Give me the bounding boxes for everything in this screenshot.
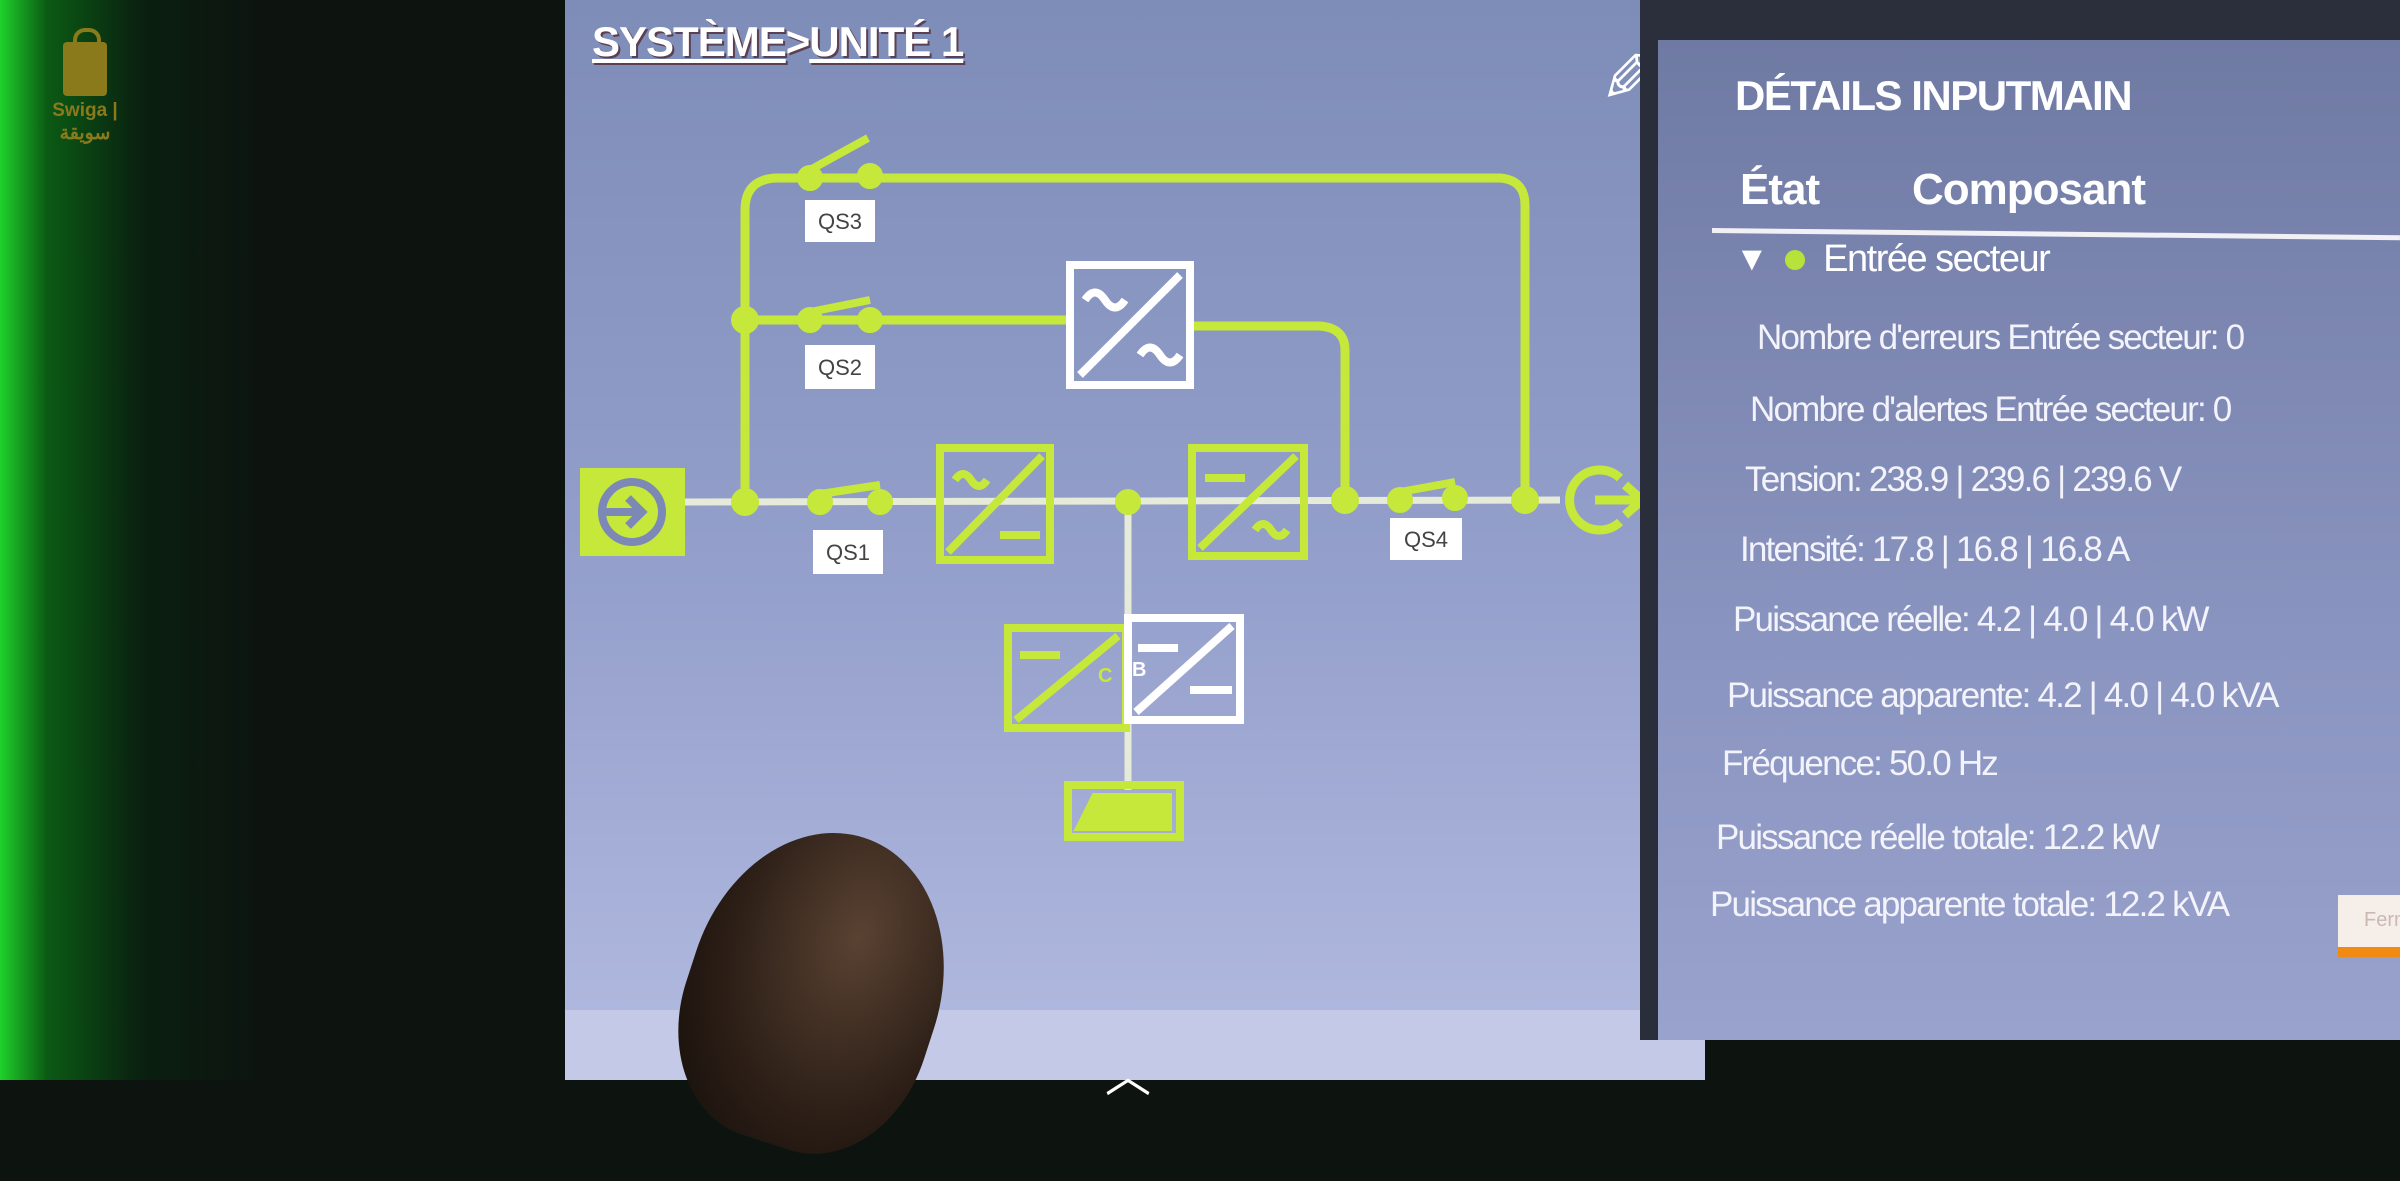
breadcrumb-system[interactable]: SYSTÈME bbox=[592, 18, 787, 65]
inverter-icon bbox=[1188, 444, 1308, 560]
qs2-label: QS2 bbox=[818, 355, 862, 380]
status-dot-icon bbox=[1785, 249, 1806, 270]
chevron-down-icon[interactable]: ▼ bbox=[1735, 240, 1769, 278]
breadcrumb: SYSTÈME>UNITÉ 1 bbox=[592, 18, 964, 66]
details-panel bbox=[1640, 40, 2400, 1040]
component-name: Entrée secteur bbox=[1823, 238, 2051, 280]
qs4-label: QS4 bbox=[1404, 527, 1448, 552]
output-load-icon[interactable] bbox=[1565, 465, 1649, 535]
junction-node bbox=[1331, 486, 1359, 514]
junction-node bbox=[731, 306, 759, 334]
tab-composant[interactable]: Composant bbox=[1912, 165, 2146, 214]
alert-count: Nombre d'alertes Entrée secteur: 0 bbox=[1750, 390, 2232, 429]
booster-converter-icon bbox=[1124, 614, 1244, 724]
booster-label: B bbox=[1132, 659, 1146, 681]
watermark-logo: Swiga | سويقة bbox=[30, 28, 140, 145]
breadcrumb-unit[interactable]: UNITÉ 1 bbox=[809, 18, 964, 65]
qs3-line bbox=[740, 173, 1530, 502]
top-bar bbox=[1640, 0, 2400, 40]
watermark-text: Swiga | سويقة bbox=[52, 100, 118, 144]
apparent-power: Puissance apparente: 4.2 | 4.0 | 4.0 kVA bbox=[1727, 676, 2279, 715]
qs2-switch[interactable] bbox=[797, 296, 883, 333]
qs3-label: QS3 bbox=[818, 209, 862, 234]
bag-icon bbox=[63, 28, 107, 96]
voltage: Tension: 238.9 | 239.6 | 239.6 V bbox=[1745, 460, 2182, 499]
total-real-power: Puissance réelle totale: 12.2 kW bbox=[1716, 818, 2160, 857]
qs1-label: QS1 bbox=[826, 540, 870, 565]
breadcrumb-separator: > bbox=[785, 18, 811, 65]
ups-single-line-diagram: QS3 QS2 QS1 QS4 C B bbox=[580, 134, 1649, 841]
battery-icon bbox=[1064, 781, 1184, 841]
bezel bbox=[0, 0, 260, 1080]
junction-node bbox=[1511, 486, 1539, 514]
tab-etat[interactable]: État bbox=[1740, 165, 1820, 214]
static-bypass-converter-icon bbox=[1066, 261, 1194, 389]
component-row[interactable]: ▼ Entrée secteur bbox=[1735, 238, 2051, 281]
details-title: DÉTAILS INPUTMAIN bbox=[1735, 72, 2133, 119]
qs4-switch[interactable] bbox=[1387, 478, 1468, 513]
frequency: Fréquence: 50.0 Hz bbox=[1722, 744, 1999, 783]
qs3-switch[interactable] bbox=[797, 134, 883, 191]
error-count: Nombre d'erreurs Entrée secteur: 0 bbox=[1757, 318, 2245, 357]
charger-label: C bbox=[1098, 665, 1112, 687]
junction-node bbox=[731, 488, 759, 516]
real-power: Puissance réelle: 4.2 | 4.0 | 4.0 kW bbox=[1733, 600, 2210, 639]
total-apparent-power: Puissance apparente totale: 12.2 kVA bbox=[1710, 885, 2230, 924]
qs1-switch[interactable] bbox=[807, 481, 893, 515]
chevron-up-icon[interactable]: ︿ bbox=[1105, 1050, 1151, 1102]
input-source-icon[interactable] bbox=[580, 468, 685, 556]
junction-node bbox=[1115, 489, 1141, 515]
rectifier-icon bbox=[936, 444, 1054, 564]
close-button[interactable]: Ferm bbox=[2338, 895, 2400, 957]
current: Intensité: 17.8 | 16.8 | 16.8 A bbox=[1740, 530, 2130, 569]
